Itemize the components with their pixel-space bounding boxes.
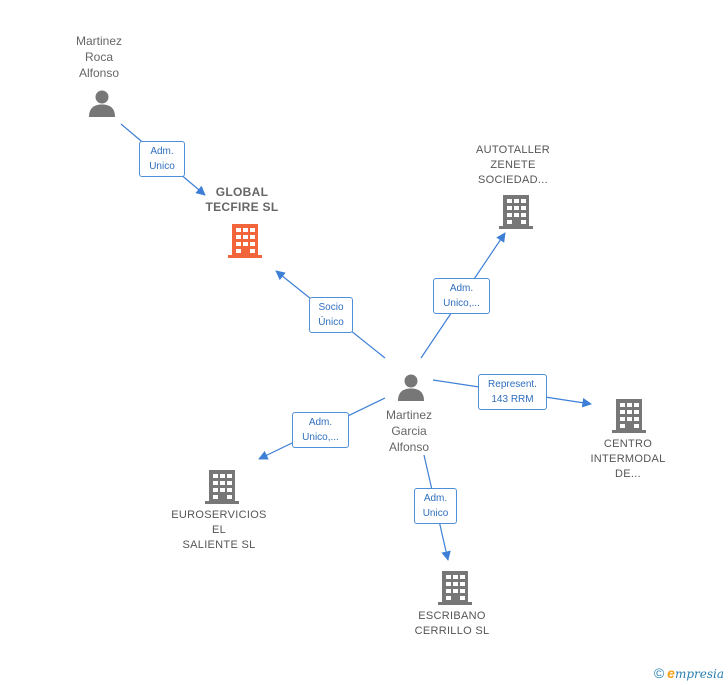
- footer-brand[interactable]: ©empresia: [654, 665, 724, 681]
- node-company-escribano-cerrillo[interactable]: ESCRIBANO CERRILLO SL: [402, 609, 502, 639]
- edge-label-adm-unico-top[interactable]: Adm. Unico: [139, 141, 185, 177]
- node-label-line: Martinez: [385, 408, 432, 422]
- copyright-symbol: ©: [653, 665, 665, 681]
- edge-label-adm-unico-autotaller[interactable]: Adm. Unico,...: [433, 278, 490, 314]
- edge-label-line: Único: [318, 317, 344, 328]
- node-label-line: EL: [211, 524, 227, 536]
- node-label-line: Roca: [84, 50, 113, 64]
- brand-logo-initial: e: [667, 665, 675, 681]
- node-company-centro-intermodal[interactable]: CENTRO INTERMODAL DE...: [580, 437, 676, 482]
- node-person-martinez-roca-alfonso[interactable]: Martinez Roca Alfonso: [59, 33, 139, 81]
- person-icon[interactable]: [87, 88, 117, 118]
- edge-label-adm-unico-euro[interactable]: Adm. Unico,...: [292, 412, 349, 448]
- node-label-line: Alfonso: [78, 66, 120, 80]
- node-label-line: GLOBAL: [215, 185, 269, 199]
- edge-label-line: Unico: [149, 161, 175, 172]
- node-label-line: EUROSERVICIOS: [171, 509, 267, 521]
- edge-label-line: 143 RRM: [491, 394, 534, 405]
- node-label-line: ZENETE: [490, 159, 536, 171]
- edge-label-line: Adm.: [308, 417, 333, 428]
- node-person-martinez-garcia-alfonso[interactable]: Martinez Garcia Alfonso: [369, 407, 449, 455]
- edge-label-line: Unico,...: [443, 298, 480, 309]
- building-icon[interactable]: [499, 193, 533, 229]
- node-company-global-tecfire[interactable]: GLOBAL TECFIRE SL: [190, 185, 294, 215]
- person-icon[interactable]: [396, 372, 426, 402]
- node-label-line: INTERMODAL: [590, 453, 666, 465]
- node-company-euroservicios[interactable]: EUROSERVICIOS EL SALIENTE SL: [163, 508, 275, 553]
- node-company-autotaller[interactable]: AUTOTALLER ZENETE SOCIEDAD...: [463, 143, 563, 188]
- edge-label-adm-unico-escribano[interactable]: Adm. Unico: [414, 488, 457, 524]
- node-label-line: DE...: [615, 468, 641, 480]
- building-icon[interactable]: [438, 569, 472, 605]
- building-icon[interactable]: [228, 222, 262, 258]
- edge-label-line: Represent.: [488, 379, 537, 390]
- node-label-line: CERRILLO SL: [414, 625, 490, 637]
- building-icon[interactable]: [612, 397, 646, 433]
- node-label-line: Alfonso: [388, 440, 430, 454]
- edge-label-socio-unico[interactable]: Socio Único: [309, 297, 353, 333]
- node-label-line: Garcia: [391, 424, 427, 438]
- edge-label-line: Adm.: [423, 493, 448, 504]
- edge-label-line: Socio: [318, 302, 344, 313]
- edge-label-line: Unico,...: [302, 432, 339, 443]
- node-label-line: Martinez: [75, 34, 122, 48]
- node-label-line: CENTRO: [603, 438, 653, 450]
- edge-label-line: Adm.: [449, 283, 474, 294]
- building-icon[interactable]: [205, 468, 239, 504]
- edge-label-line: Adm.: [150, 146, 174, 157]
- node-label-line: AUTOTALLER: [475, 144, 551, 156]
- edge-label-line: Unico: [422, 508, 449, 519]
- brand-name: mpresia: [674, 667, 724, 681]
- node-label-line: TECFIRE SL: [205, 200, 279, 214]
- node-label-line: SOCIEDAD...: [478, 174, 548, 186]
- edge-label-represent[interactable]: Represent. 143 RRM: [478, 374, 547, 410]
- node-label-line: SALIENTE SL: [182, 539, 256, 551]
- node-label-line: ESCRIBANO: [418, 610, 486, 622]
